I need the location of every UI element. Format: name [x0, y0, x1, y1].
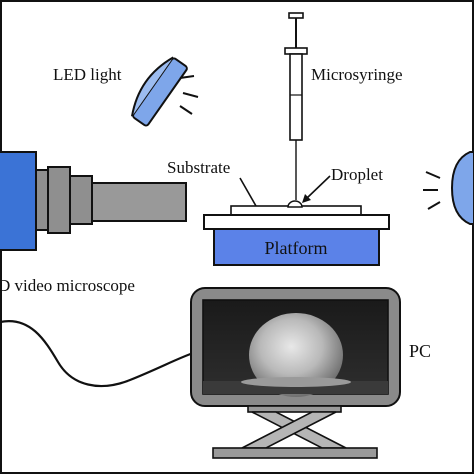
droplet-shape — [287, 200, 303, 208]
led-light-label: LED light — [53, 65, 122, 84]
led-lamp-left-icon — [130, 56, 199, 127]
substrate-label: Substrate — [167, 158, 230, 177]
video-microscope-icon — [0, 151, 187, 251]
microsyringe-label: Microsyringe — [311, 65, 403, 84]
syringe-icon — [284, 12, 308, 200]
droplet-pointer — [302, 175, 331, 203]
platform-label: Platform — [265, 238, 328, 258]
video-microscope-label: D video microscope — [0, 276, 135, 295]
droplet-label: Droplet — [331, 165, 383, 184]
platform-stage — [203, 214, 390, 266]
pc-label: PC — [409, 341, 431, 361]
pc-monitor-icon — [190, 287, 401, 459]
substrate-pointer — [239, 177, 257, 207]
cable-line — [0, 319, 197, 388]
led-lamp-right-icon — [423, 151, 474, 225]
